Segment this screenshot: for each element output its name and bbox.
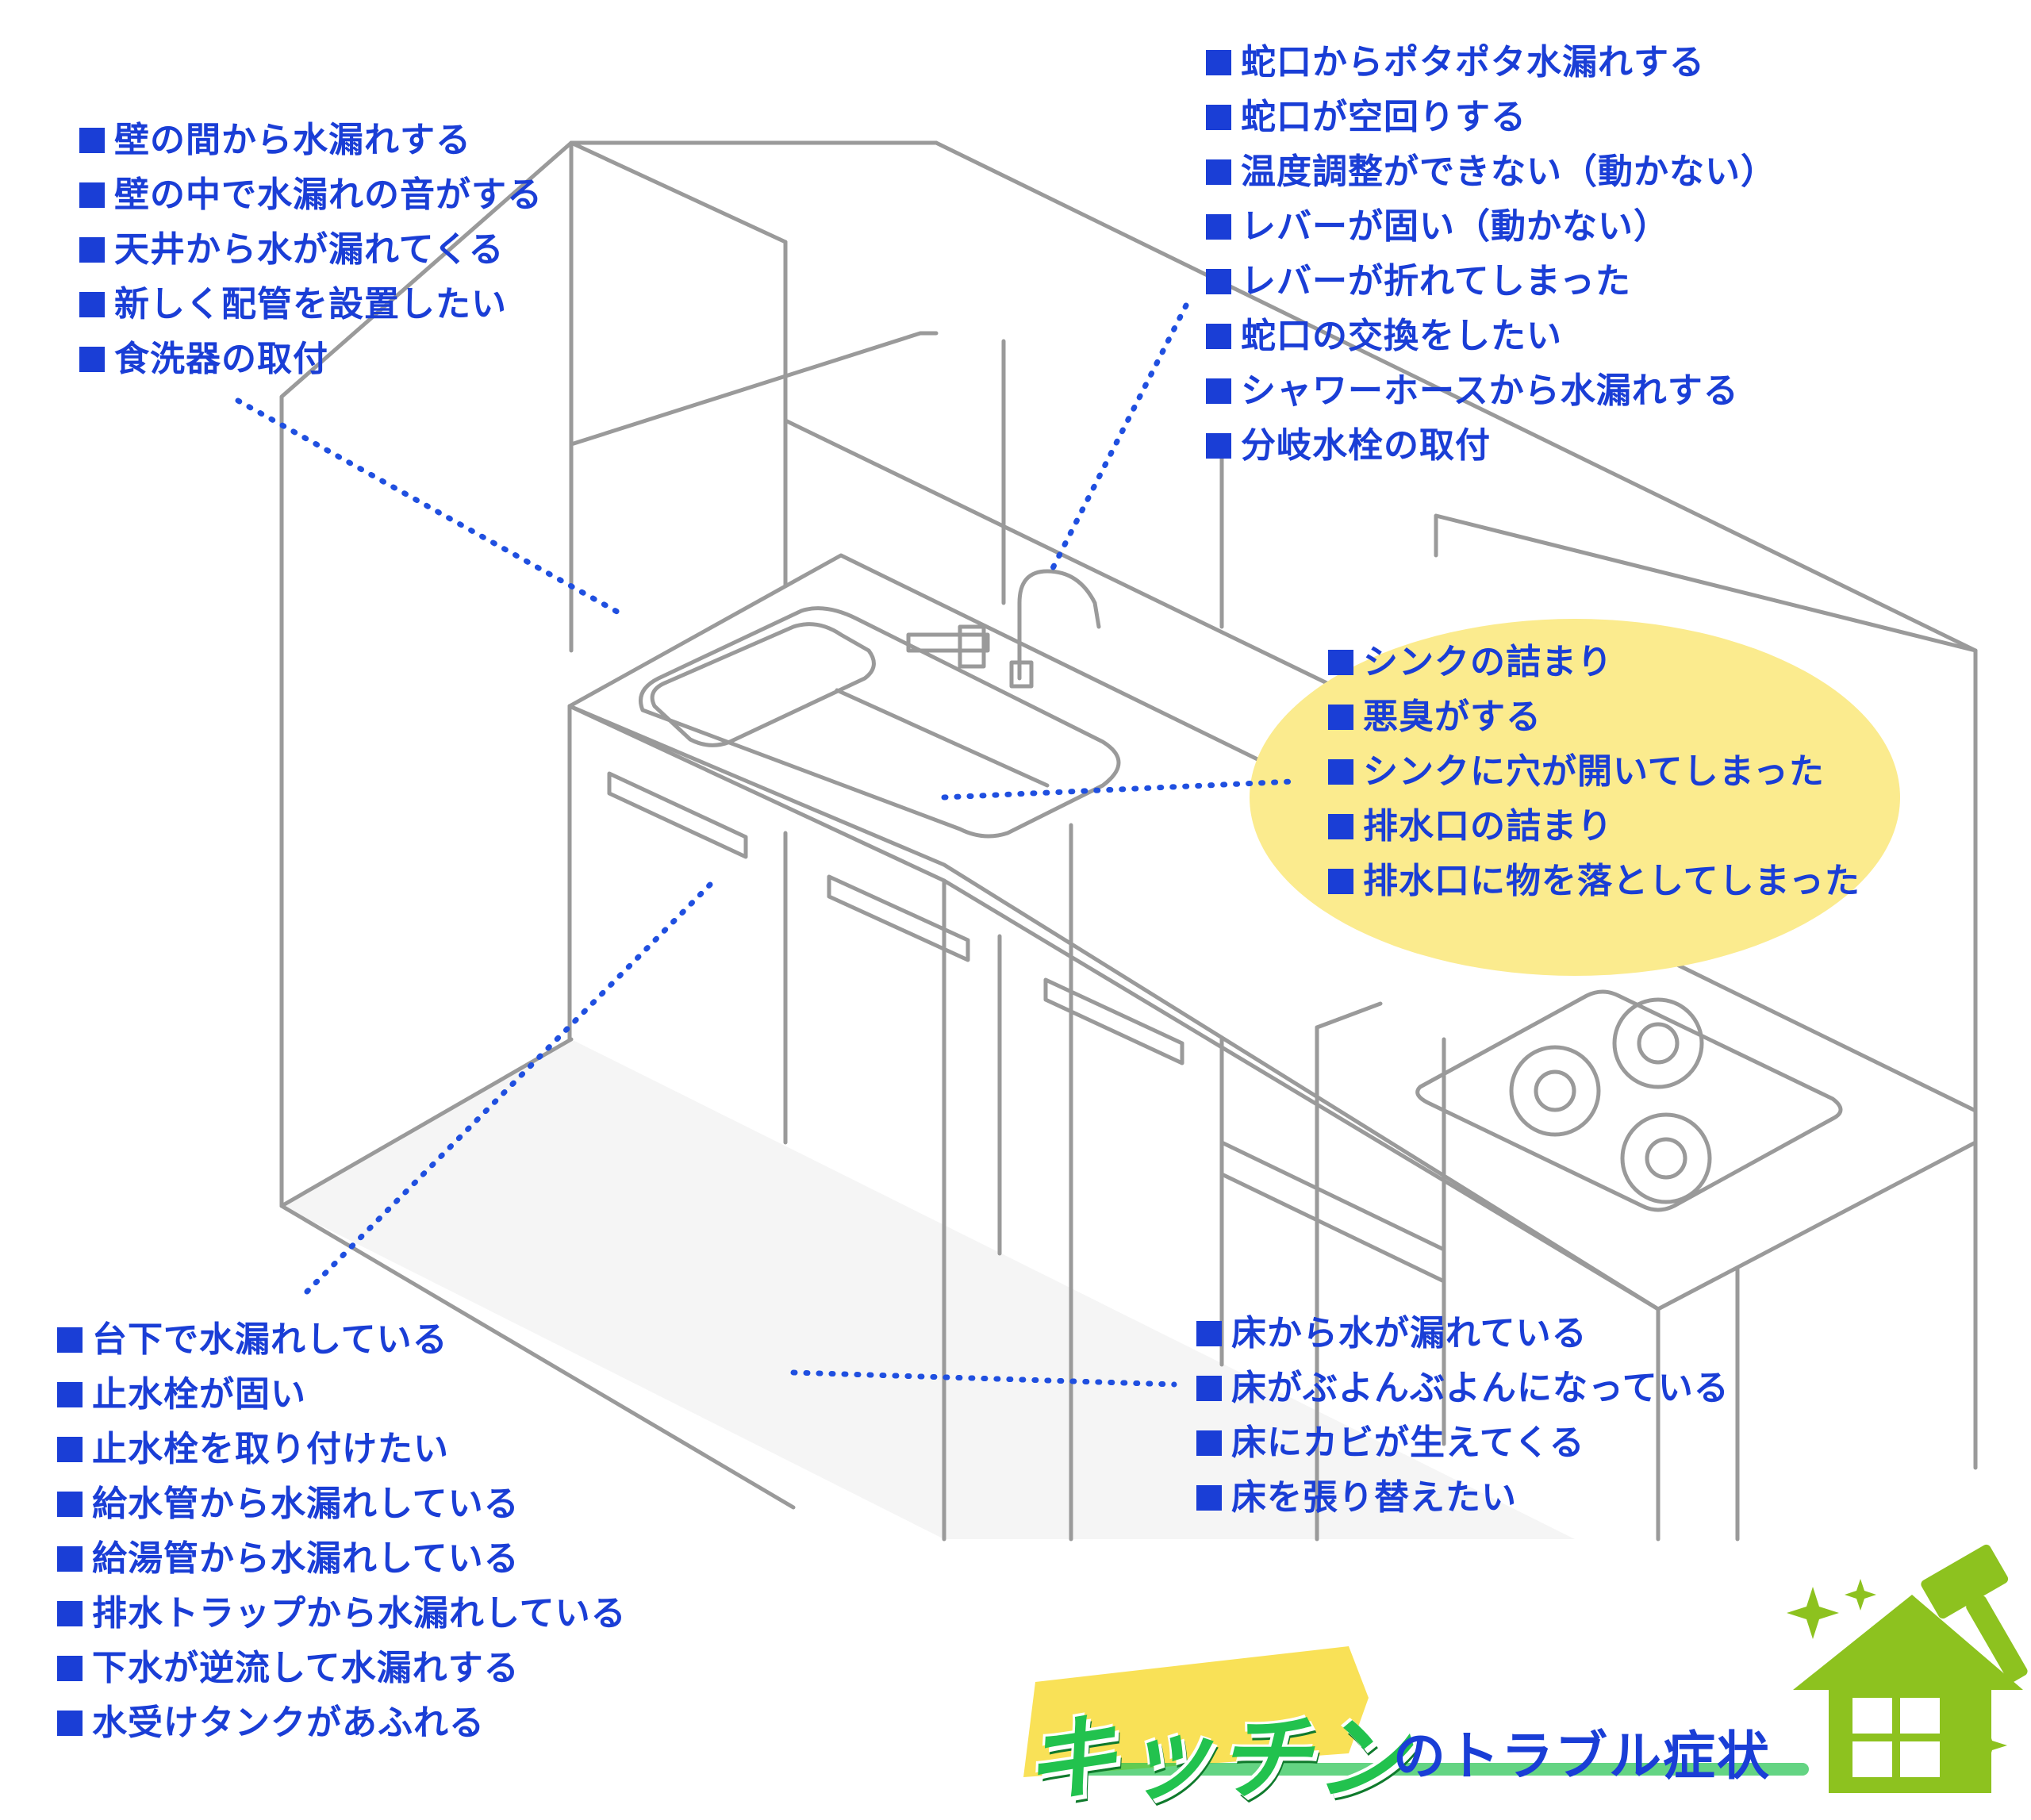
- symptom-item: 床を張り替えたい: [1196, 1470, 1730, 1525]
- symptom-item: シャワーホースから水漏れする: [1206, 363, 1776, 418]
- symptom-item: 給湯管から水漏れしている: [57, 1531, 627, 1586]
- symptom-item: 悪臭がする: [1328, 689, 1860, 744]
- symptom-item: 温度調整ができない（動かない）: [1206, 144, 1776, 199]
- hammer-icon: [1921, 1544, 2028, 1683]
- symptom-item: 給水管から水漏れしている: [57, 1476, 627, 1531]
- stove: [1415, 989, 1843, 1212]
- symptom-item: 排水口に物を落としてしまった: [1328, 854, 1860, 908]
- leader-faucet: [1048, 302, 1189, 574]
- leader-floor: [790, 1369, 1177, 1388]
- title-underline: [1039, 1763, 1809, 1776]
- symptom-item: 水受けタンクがあふれる: [57, 1695, 627, 1750]
- sparkle-icon: [1845, 1579, 1876, 1611]
- symptom-item: 壁の中で水漏れの音がする: [79, 167, 543, 222]
- title-main: キッチン: [1023, 1703, 1411, 1813]
- symptom-item: レバーが折れてしまった: [1206, 254, 1776, 309]
- symptom-item: 蛇口からポタポタ水漏れする: [1206, 35, 1776, 90]
- symptoms-sink: シンクの詰まり 悪臭がする シンクに穴が開いてしまった 排水口の詰まり 排水口に…: [1328, 635, 1860, 908]
- symptom-item: 台下で水漏れしている: [57, 1312, 627, 1367]
- symptoms-floor: 床から水が漏れている 床がぶよんぶよんになっている 床にカビが生えてくる 床を張…: [1196, 1306, 1730, 1525]
- faucet: [1017, 569, 1101, 681]
- symptoms-under-counter: 台下で水漏れしている 止水栓が固い 止水栓を取り付けたい 給水管から水漏れしてい…: [57, 1312, 627, 1750]
- sink-basin: [639, 606, 1121, 839]
- symptom-item: 蛇口の交換をしたい: [1206, 309, 1776, 363]
- sparkle-icon: [1787, 1587, 1839, 1639]
- symptom-item: 止水栓を取り付けたい: [57, 1422, 627, 1476]
- symptom-item: 排水トラップから水漏れしている: [57, 1586, 627, 1641]
- title-sub: のトラブル症状: [1393, 1726, 1771, 1787]
- house-icon: [1793, 1595, 2023, 1793]
- symptoms-faucet: 蛇口からポタポタ水漏れする 蛇口が空回りする 温度調整ができない（動かない） レ…: [1206, 35, 1776, 473]
- symptom-item: シンクに穴が開いてしまった: [1328, 744, 1860, 799]
- symptom-item: 分岐水栓の取付: [1206, 418, 1776, 473]
- symptom-item: 止水栓が固い: [57, 1367, 627, 1422]
- leader-wall: [235, 397, 626, 618]
- symptom-item: 排水口の詰まり: [1328, 799, 1860, 854]
- symptom-item: 新しく配管を設置したい: [79, 277, 543, 332]
- symptom-item: 蛇口が空回りする: [1206, 90, 1776, 144]
- leader-under: [298, 881, 713, 1300]
- symptom-item: 下水が逆流して水漏れする: [57, 1641, 627, 1695]
- leader-sink: [941, 778, 1296, 801]
- symptom-item: 床にカビが生えてくる: [1196, 1415, 1730, 1470]
- symptom-item: 床がぶよんぶよんになっている: [1196, 1361, 1730, 1415]
- symptom-item: 天井から水が漏れてくる: [79, 222, 543, 277]
- symptoms-wall: 壁の間から水漏れする 壁の中で水漏れの音がする 天井から水が漏れてくる 新しく配…: [79, 113, 543, 386]
- title-yellow-brush: [1023, 1646, 1369, 1777]
- symptom-item: シンクの詰まり: [1328, 635, 1860, 689]
- sparkle-icon: [1968, 1726, 2007, 1765]
- symptom-item: 食洗器の取付: [79, 332, 543, 386]
- symptom-item: 壁の間から水漏れする: [79, 113, 543, 167]
- symptom-item: レバーが固い（動かない）: [1206, 199, 1776, 254]
- symptom-item: 床から水が漏れている: [1196, 1306, 1730, 1361]
